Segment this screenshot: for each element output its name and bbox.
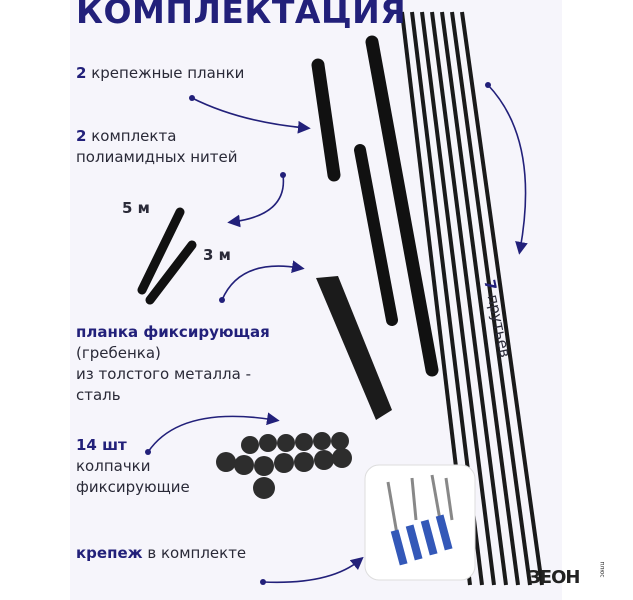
label: крепежные планки: [91, 64, 245, 82]
label: комплекта: [91, 127, 177, 145]
comb-plate-image: [316, 276, 392, 420]
item-mounting-strips: 2 крепежные планки: [76, 63, 244, 84]
count: 2: [76, 64, 87, 82]
item-fasteners: крепеж в комплекте: [76, 544, 247, 562]
page-title: КОМПЛЕКТАЦИЯ: [76, 0, 407, 31]
count: 2: [76, 127, 87, 145]
mounting-strips-image: [311, 35, 439, 377]
item-comb-plate: планка фиксирующая(гребенка)из толстого …: [76, 323, 270, 404]
thread-length-5: 5 м: [122, 199, 150, 217]
thread-length-3: 3 м: [203, 246, 231, 264]
fasteners-image: [364, 464, 476, 581]
label-line2: полиамидных нитей: [76, 148, 238, 166]
arrows: [147, 84, 528, 584]
item-threads: 2 комплекта полиамидных нитей: [76, 126, 238, 168]
threads-image: [137, 207, 197, 305]
caps-image: [216, 432, 352, 499]
rods-image: [400, 11, 544, 586]
